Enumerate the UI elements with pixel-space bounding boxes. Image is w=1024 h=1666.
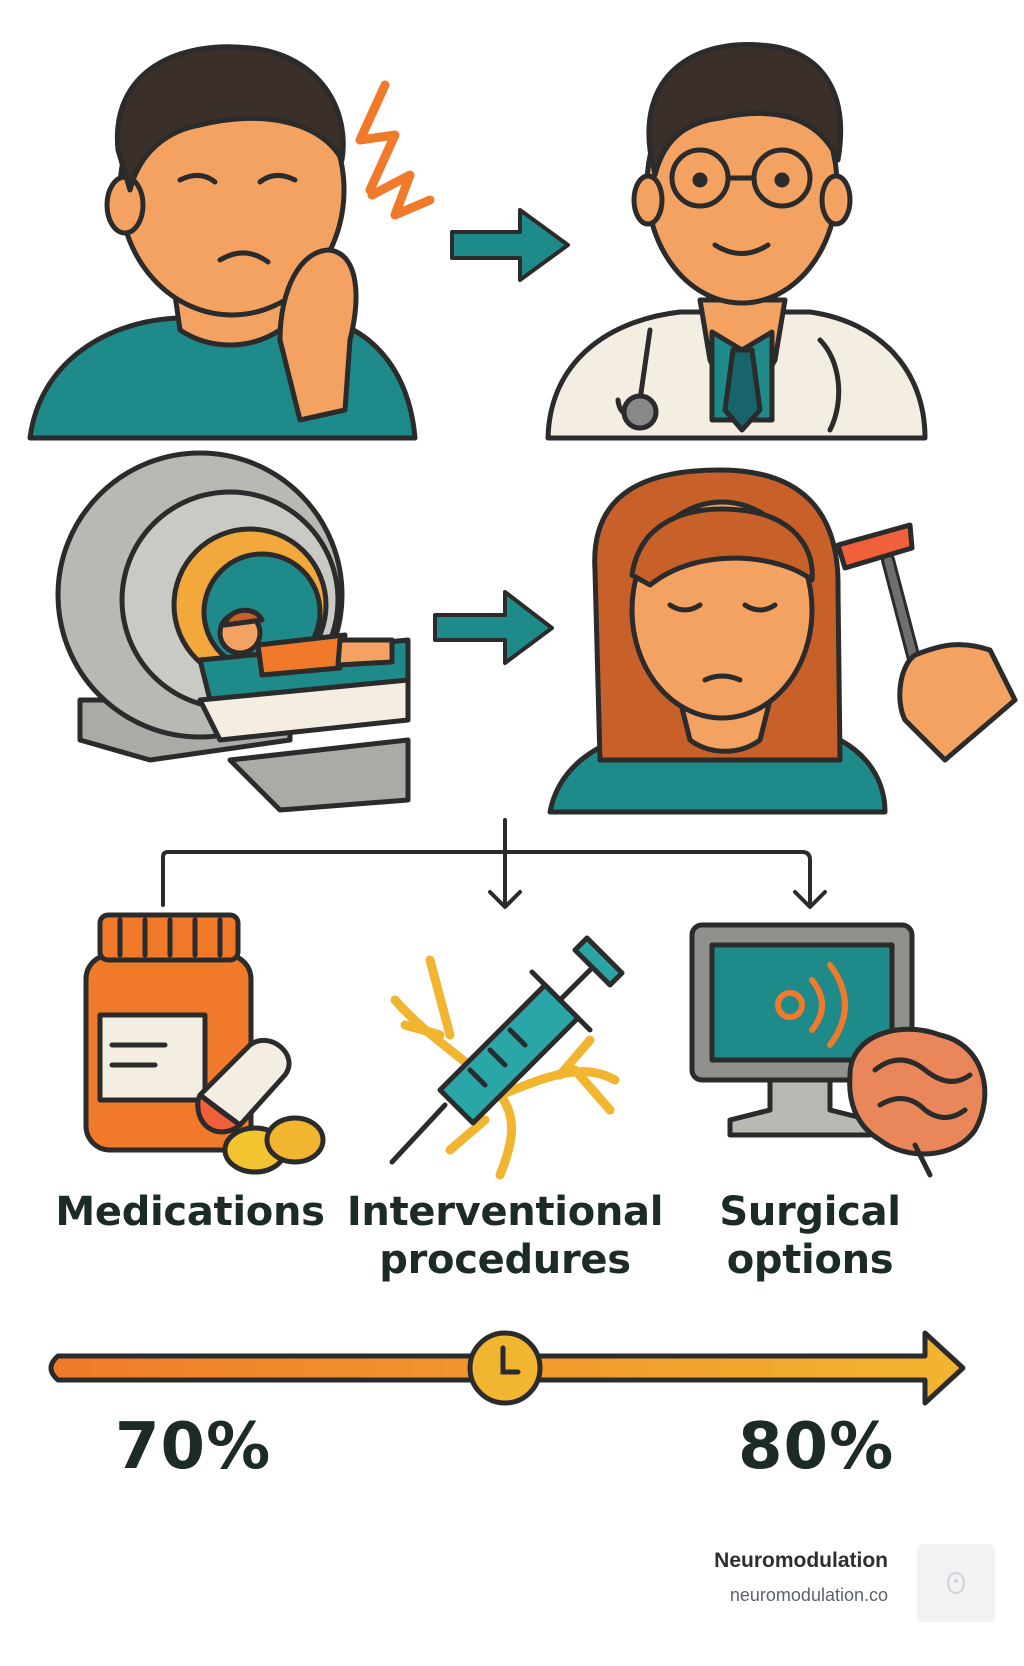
- brand-url[interactable]: neuromodulation.co: [729, 1585, 888, 1605]
- treatment-label-line: procedures: [379, 1237, 631, 1283]
- doctor-icon: [545, 41, 928, 441]
- treatment-label-interventional: Interventional procedures: [340, 1188, 670, 1284]
- clock-icon: [467, 1330, 543, 1406]
- brand-name: Neuromodulation: [714, 1549, 888, 1572]
- syringe-nerve-icon: [389, 935, 625, 1180]
- treatment-label-line: Interventional: [346, 1189, 664, 1235]
- timeline-end-value: 80%: [738, 1410, 895, 1484]
- treatment-label-surgical: Surgical options: [680, 1188, 940, 1284]
- mri-scanner-icon: [55, 450, 411, 813]
- brand-logo: [917, 1544, 995, 1622]
- brand-logo-mark-icon: [947, 1572, 965, 1594]
- monitor-brain-icon: [689, 922, 988, 1178]
- branch-connector: [161, 818, 827, 909]
- treatment-label-medications: Medications: [40, 1188, 340, 1236]
- treatment-label-line: options: [726, 1237, 894, 1283]
- reflex-hammer-exam-icon: [547, 467, 1018, 815]
- pill-bottle-icon: [83, 912, 326, 1175]
- treatment-label-line: Medications: [55, 1189, 325, 1235]
- timeline-start-value: 70%: [115, 1410, 272, 1484]
- arrow-right-icon: [450, 208, 570, 282]
- arrow-right-icon: [433, 590, 554, 665]
- patient-with-jaw-pain-icon: [27, 44, 435, 441]
- treatment-label-line: Surgical: [719, 1189, 901, 1235]
